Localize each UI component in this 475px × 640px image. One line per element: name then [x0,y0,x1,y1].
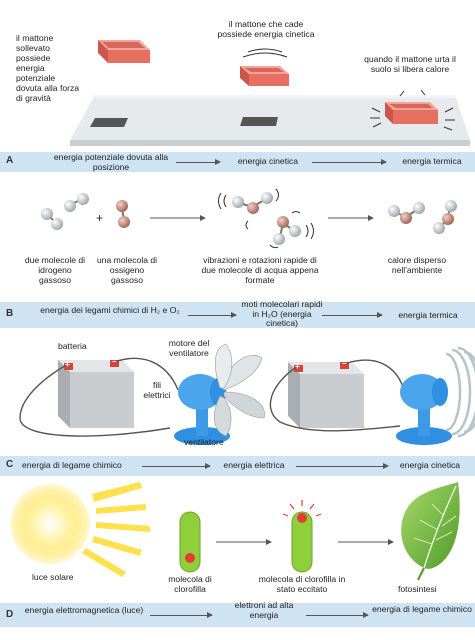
fan-right [396,346,475,445]
band-b-step-2: moti molecolari rapidi in H₂O (energia c… [241,299,323,328]
hydrogen-molecule [41,193,89,230]
panel-letter: C [6,459,14,470]
label-chlorophyll: molecola di clorofilla [168,574,212,594]
arrow-icon [296,463,389,469]
arrow-icon [142,463,211,469]
water-molecules-calm [388,200,457,234]
label-water: vibrazioni e rotazioni rapide di due mol… [201,255,319,285]
brick-lifted [98,40,150,63]
panel-letter: B [6,308,14,319]
label-motor: motore del ventilatore [168,338,210,358]
arrow-icon [188,312,237,318]
sun-icon [10,482,150,577]
band-a: A energia potenziale dovuta alla posizio… [0,152,475,172]
label-falling-brick: il mattone che cade possiede energia cin… [217,19,315,39]
label-sun: luce solare [32,572,74,582]
chlorophyll-molecule [179,511,201,573]
leaf-icon [401,482,460,581]
oxygen-molecule [116,200,130,228]
arrow-icon [306,612,369,618]
band-d-step-3: energia di legame chimico [372,604,472,614]
band-a-step-1: energia potenziale dovuta alla posizione [53,152,169,172]
photosynthesis-drawing [10,482,460,581]
arrow-icon [150,612,213,618]
brick-falling [240,48,289,86]
band-b-step-1: energia dei legami chimici di H₂ e O₂ [40,305,180,315]
battery-left [58,360,134,428]
band-d-step-2: elettroni ad alta energia [234,600,294,620]
band-c: C energia di legame chimico energia elet… [0,456,475,476]
band-a-step-3: energia termica [402,156,462,166]
label-excited: molecola di clorofilla in stato eccitato [258,574,346,594]
arrow-icon [312,159,387,165]
band-a-step-2: energia cinetica [237,156,299,166]
plus-sign: + [96,211,104,225]
label-battery: batteria [58,341,87,351]
band-c-step-1: energia di legame chimico [22,460,122,470]
label-fan: ventilatore [184,437,224,447]
panel-letter: A [6,155,14,166]
battery-plus-right: + [295,362,300,371]
battery-minus-right: − [342,359,347,368]
water-molecules [218,188,314,249]
chlorophyll-excited [282,500,322,573]
arrow-icon [322,312,383,318]
band-d-step-1: energia elettromagnetica (luce) [24,605,144,615]
battery-right [288,362,364,428]
band-c-step-2: energia elettrica [223,460,285,470]
label-heat: calore disperso nell'ambiente [387,255,447,275]
band-c-step-3: energia cinetica [399,460,461,470]
label-lifted-brick: il mattone sollevato possiede energia po… [16,33,80,103]
panel-letter: D [6,609,14,620]
band-b-step-3: energia termica [398,310,458,320]
band-d: D energia elettromagnetica (luce) elettr… [0,600,475,627]
fan-left [174,343,265,445]
band-b: B energia dei legami chimici di H₂ e O₂ … [0,299,475,328]
battery-fan-drawing [19,343,475,445]
label-hit-brick: quando il mattone urta il suolo si liber… [364,54,456,74]
battery-minus-left: − [112,357,117,366]
arrow-icon [176,159,221,165]
ground-plane [70,40,470,146]
label-wires: fili elettrici [143,380,171,400]
battery-plus-left: + [65,360,70,369]
label-hydrogen: due molecole di idrogeno gassoso [24,255,86,285]
label-photosynthesis: fotosintesi [398,584,437,594]
label-oxygen: una molecola di ossigeno gassoso [96,255,158,285]
brick-hit [370,89,455,131]
molecules-drawing [41,188,457,249]
